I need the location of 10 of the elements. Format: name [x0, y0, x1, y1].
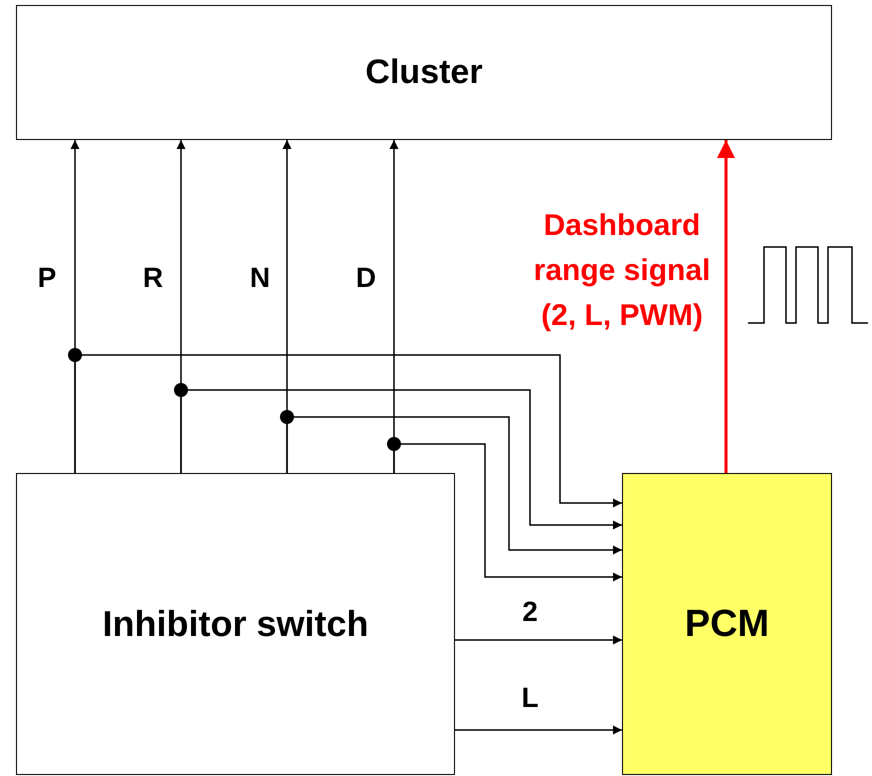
inhibitor-switch-box: Inhibitor switch: [16, 473, 455, 775]
cluster-box: Cluster: [16, 5, 832, 140]
arrow: [180, 389, 622, 530]
arrow: [455, 726, 622, 734]
arrow: [455, 636, 622, 644]
arrow: [393, 443, 622, 582]
arrow: [717, 140, 735, 473]
arrow: [74, 354, 622, 508]
pcm-box: PCM: [622, 473, 832, 775]
arrow: [286, 416, 622, 554]
